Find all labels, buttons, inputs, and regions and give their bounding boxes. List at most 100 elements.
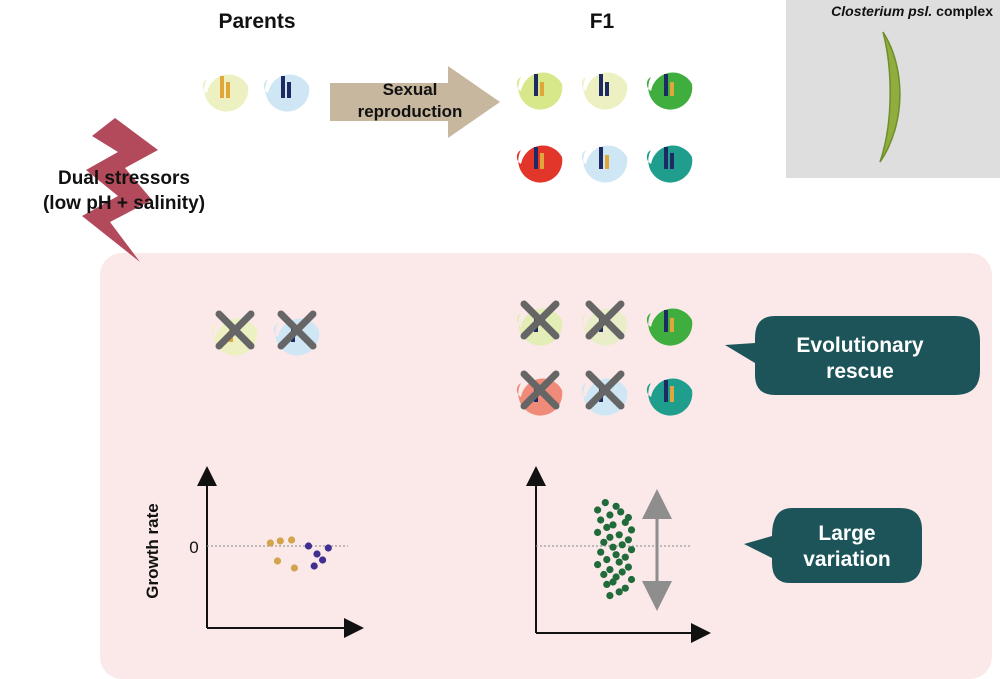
cross-mark-icon (277, 310, 317, 350)
f1-cell-3 (646, 72, 693, 110)
stressed-parent-yellow (211, 310, 258, 356)
chromosome-bar (226, 82, 230, 98)
parent-cell-yellow (202, 74, 249, 112)
cross-mark-icon (520, 300, 560, 340)
scatter-point (606, 566, 614, 574)
scatter-point (627, 575, 636, 584)
cross-mark-icon (520, 370, 560, 410)
scatter-point (313, 550, 321, 558)
scatter-point (600, 570, 608, 579)
cross-mark-icon (585, 300, 625, 340)
parents-zero-tick: 0 (189, 538, 198, 557)
chromosome-bar (534, 147, 538, 169)
scatter-point (603, 523, 611, 532)
chromosome-bar (664, 310, 668, 332)
chromosome-bar (540, 82, 544, 96)
cell-body (646, 72, 693, 110)
scatter-point (618, 541, 626, 549)
scatter-point (621, 553, 629, 561)
evolutionary-rescue-callout: Evolutionary rescue (725, 316, 980, 395)
scatter-point (609, 578, 617, 586)
sexual-reproduction-arrow: Sexual reproduction (330, 66, 500, 138)
scatter-point (615, 558, 623, 566)
cell-body (581, 72, 628, 110)
chromosome-bar (287, 82, 291, 98)
chromosome-bar (599, 147, 603, 169)
stressed-f1-cell-2 (581, 300, 628, 346)
parents-points (266, 536, 332, 572)
f1-title: F1 (590, 10, 615, 33)
scatter-point (627, 526, 636, 534)
parents-title: Parents (218, 10, 295, 33)
chromosome-bar (281, 76, 285, 98)
scatter-point (627, 546, 636, 554)
large-variation-callout: Large variation (744, 508, 922, 583)
arrow-label-line1: Sexual (383, 80, 438, 99)
chromosome-bar (664, 74, 668, 96)
cell-body (516, 72, 563, 110)
closterium-photo: Closterium psl. complex (786, 0, 1000, 178)
chromosome-bar (599, 74, 603, 96)
scatter-point (606, 511, 614, 519)
scatter-point (621, 584, 629, 592)
chromosome-bar (670, 82, 674, 96)
cell-body (646, 378, 693, 416)
cross-mark-icon (585, 370, 625, 410)
cell-body (202, 74, 249, 112)
scatter-point (276, 537, 284, 545)
scatter-point (304, 542, 313, 550)
scatter-point (319, 556, 327, 564)
cell-body (581, 145, 628, 183)
scatter-point (618, 568, 626, 576)
scatter-point (615, 588, 623, 596)
chromosome-bar (220, 76, 224, 98)
scatter-point (615, 531, 623, 539)
stressed-parent-blue (273, 310, 320, 356)
scatter-point (600, 538, 608, 546)
stressed-f1-cell-1 (516, 300, 563, 346)
chromosome-bar (670, 318, 674, 332)
scatter-point (606, 533, 614, 541)
scatter-point (597, 548, 605, 556)
cells-layer (202, 72, 693, 416)
parent-cell-blue (263, 74, 310, 112)
rescue-label-line1: Evolutionary (796, 334, 924, 357)
photo-caption: Closterium psl. complex (831, 3, 993, 19)
chromosome-bar (605, 82, 609, 96)
scatter-point (603, 580, 611, 589)
closterium-cell-image (879, 31, 901, 163)
scatter-point (594, 561, 602, 569)
scatter-point (612, 502, 620, 510)
scatter-point (609, 521, 617, 529)
scatter-point (594, 528, 602, 537)
photo-caption-rest: complex (932, 3, 993, 19)
stressed-f1-cell-3 (646, 308, 693, 346)
stressed-f1-cell-6 (646, 378, 693, 416)
stressed-f1-cell-5 (581, 370, 628, 416)
growth-rate-ylabel: Growth rate (143, 503, 162, 598)
f1-cell-2 (581, 72, 628, 110)
scatter-point (273, 557, 282, 565)
lightning-bolt-icon (82, 118, 158, 262)
scatter-point (266, 539, 274, 547)
parents-growth-plot: 0 Growth rate (143, 466, 364, 638)
scatter-point (324, 544, 332, 552)
cell-body (516, 145, 563, 183)
scatter-point (603, 556, 611, 564)
stressors-label-line1: Dual stressors (58, 168, 190, 189)
arrow-shape (330, 66, 500, 138)
scatter-point (597, 516, 605, 524)
arrow-label-line2: reproduction (358, 102, 463, 121)
f1-cell-1 (516, 72, 563, 110)
scatter-point (624, 536, 633, 544)
scatter-point (612, 551, 620, 559)
variation-label-line2: variation (803, 548, 891, 571)
scatter-point (606, 592, 614, 600)
cross-mark-icon (215, 310, 255, 350)
cell-body (263, 74, 310, 112)
stressors-label-line2: (low pH + salinity) (43, 193, 205, 214)
chromosome-bar (534, 74, 538, 96)
chromosome-bar (605, 155, 609, 169)
f1-cell-6 (646, 145, 693, 183)
